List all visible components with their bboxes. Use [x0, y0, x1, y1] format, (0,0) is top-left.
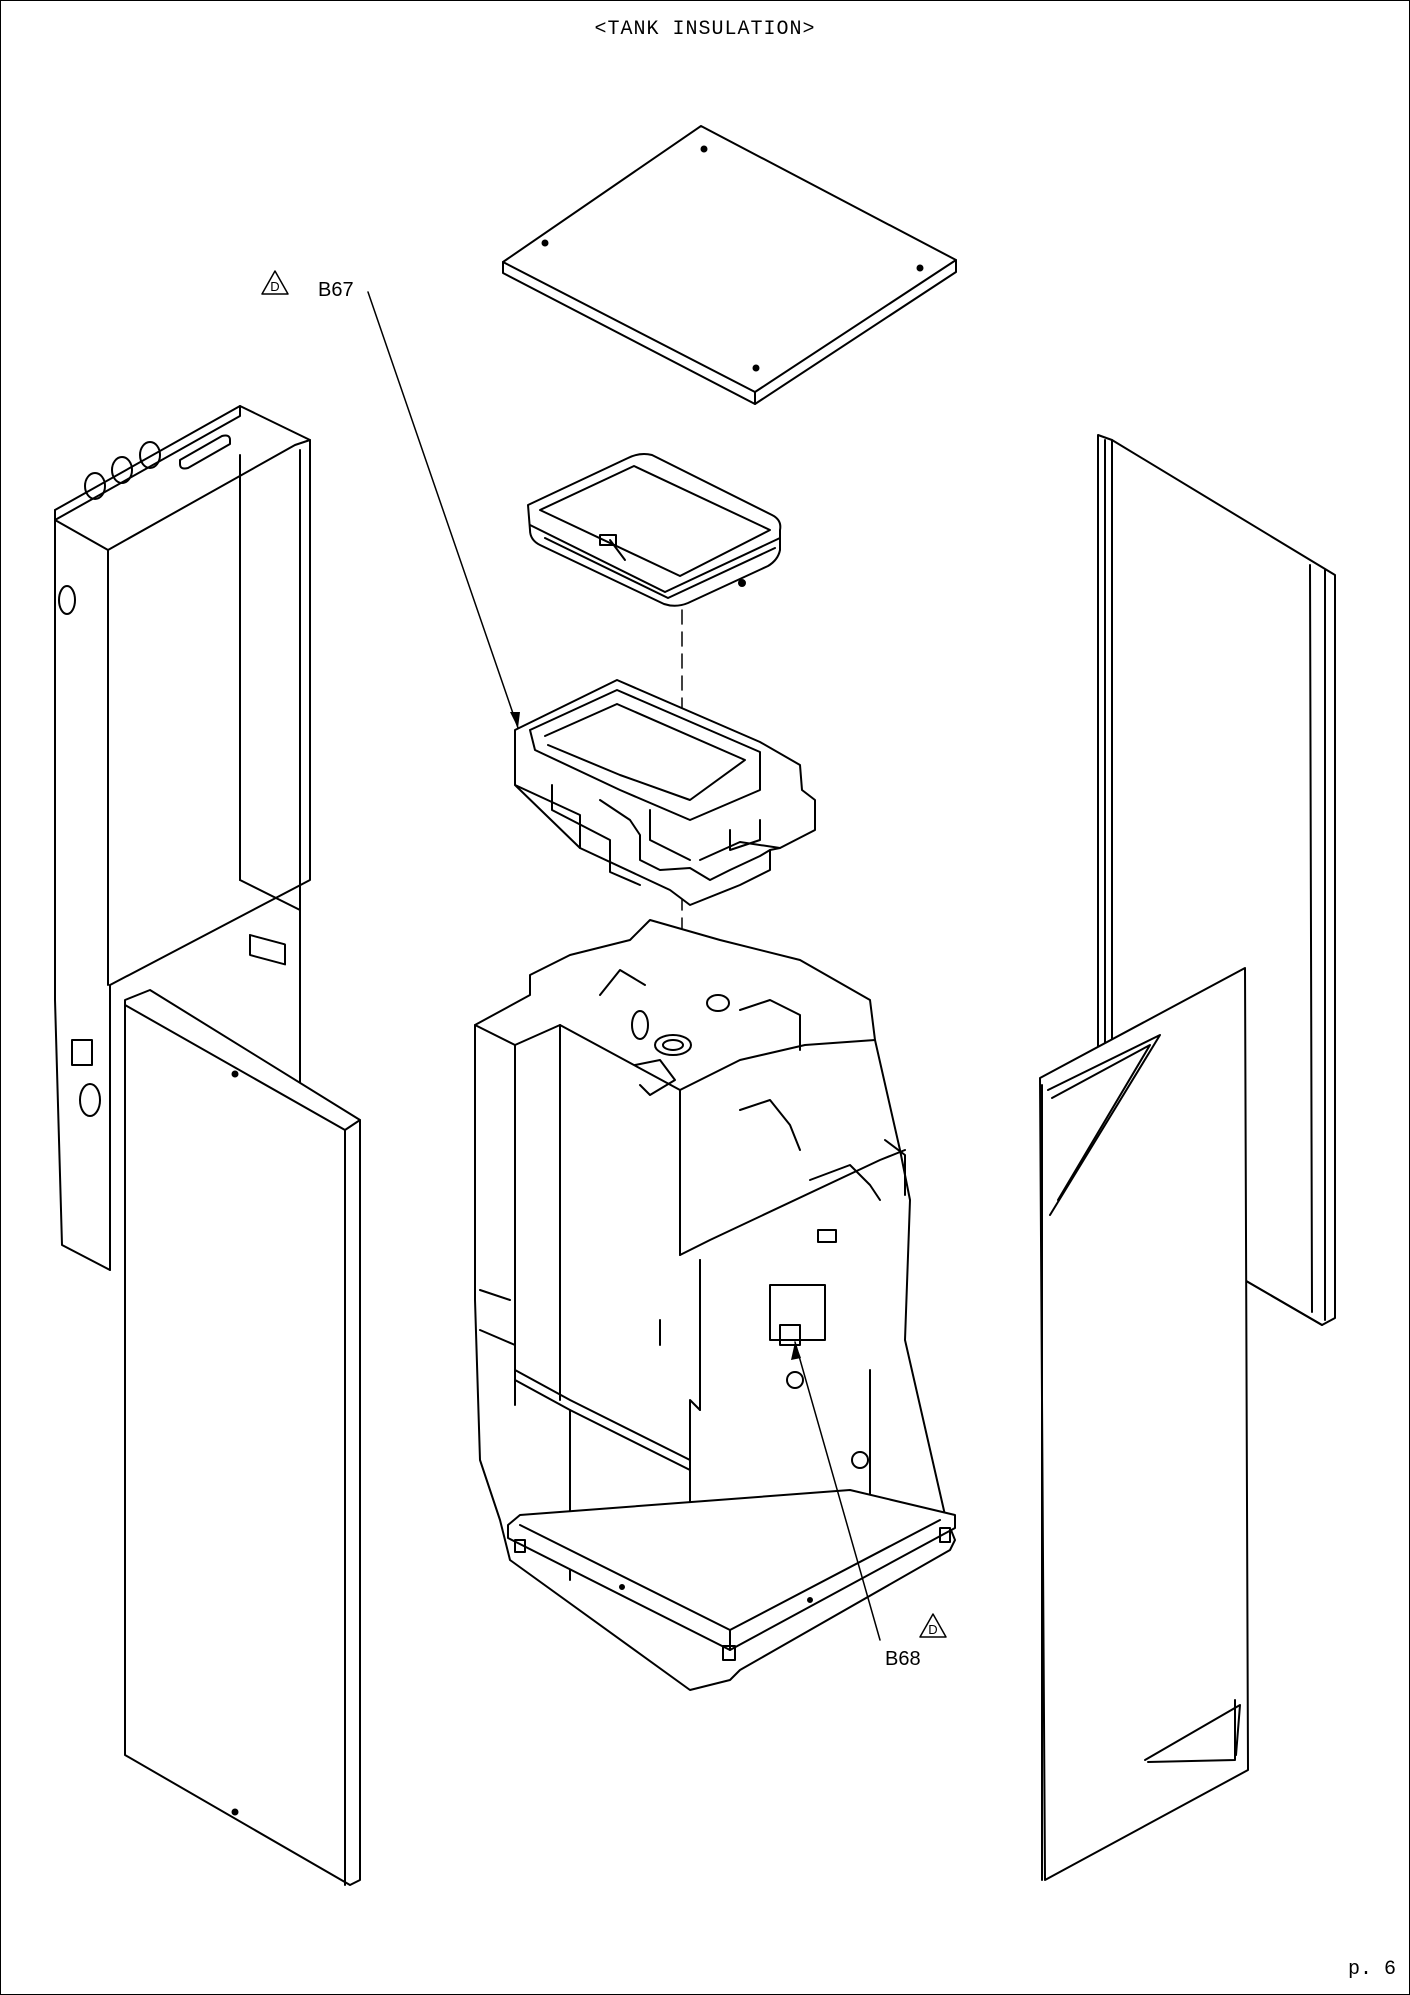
left-side-panel [124, 989, 361, 1886]
revision-letter: D [928, 1622, 937, 1637]
page-title: <TANK INSULATION> [594, 18, 816, 41]
revision-letter: D [270, 279, 279, 294]
leader-line-b68 [794, 1341, 881, 1641]
callout-label-b68: B68 [885, 1648, 921, 1670]
callout-label-b67: B67 [318, 279, 354, 301]
revision-triangle-icon [261, 270, 289, 295]
page-number: p. 6 [1347, 1958, 1396, 1981]
base-frame [507, 1489, 956, 1661]
callout-b67: D B67 [261, 270, 354, 301]
callout-b68: D B68 [885, 1613, 947, 1670]
leader-line-b67 [367, 291, 519, 729]
left-rear-panel [54, 405, 311, 1271]
upper-insulation-part [514, 679, 816, 906]
right-front-panel [1039, 967, 1249, 1881]
expansion-vessel [527, 453, 782, 607]
revision-triangle-icon [919, 1613, 947, 1638]
top-lid-panel [502, 125, 957, 405]
